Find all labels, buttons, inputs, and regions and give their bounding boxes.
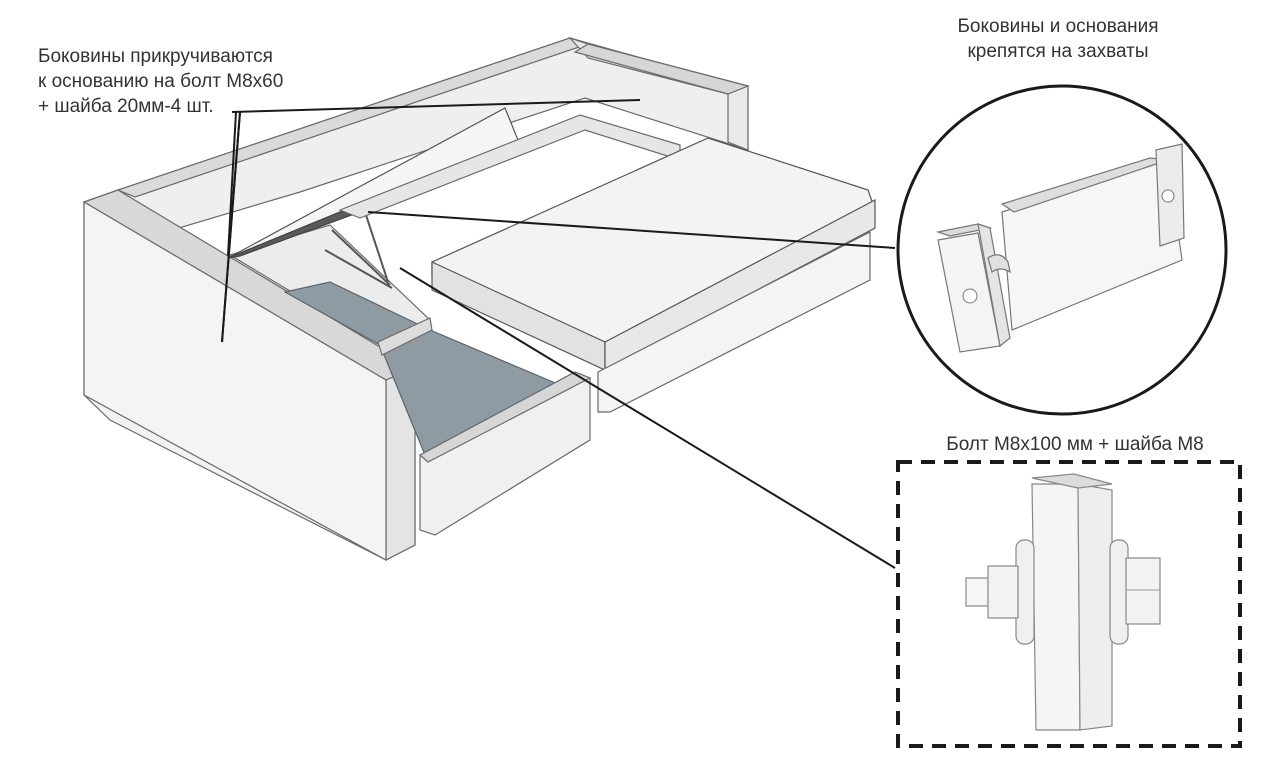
bolt-nut-left [987, 565, 1019, 619]
hook-callout-line [367, 211, 896, 249]
left-callout-arm [227, 111, 237, 257]
sofa-frame-sketch [82, 36, 876, 562]
hook-left-side [977, 223, 1011, 348]
seat-base [597, 231, 871, 413]
side-bolt-note: Боковины прикручиваются к основанию на б… [38, 44, 283, 119]
side-bolt-note-line-2: к основанию на болт М8х60 [38, 71, 284, 92]
bolt-spec-note: Болт М8х100 мм + шайба М8 [930, 432, 1220, 457]
bolt-board-top [1031, 473, 1113, 489]
bolt-board-side [1077, 483, 1113, 731]
left-callout-down-2 [221, 111, 241, 343]
side-bolt-note-line-1: Боковины прикручиваются [38, 46, 273, 67]
left-callout-leader [231, 99, 641, 113]
hook-note: Боковины и основания крепятся на захваты [940, 14, 1176, 64]
storage-front-top [418, 371, 592, 463]
lift-mechanism [324, 211, 393, 289]
callout-lines [221, 99, 896, 569]
bolt-head-right [1125, 557, 1161, 625]
bolt-callout-line [399, 267, 896, 569]
bolt-shaft-end [965, 577, 991, 607]
back-right-post-top [573, 43, 750, 95]
bolt-board-front [1031, 483, 1081, 731]
hook-slot [987, 254, 1011, 274]
side-bolt-note-line-3: + шайба 20мм-4 шт. [38, 96, 214, 117]
bolt-washer-right [1109, 539, 1129, 645]
bolt-spec-text: Болт М8х100 мм + шайба М8 [946, 434, 1204, 455]
hook-right-hole [1161, 189, 1175, 203]
hook-note-line-1: Боковины и основания [957, 16, 1159, 37]
hook-detail [896, 84, 1228, 416]
hook-left-hole [962, 288, 978, 304]
hook-note-line-2: крепятся на захваты [967, 41, 1149, 62]
bolt-detail [896, 460, 1242, 748]
bolt-washer-left [1015, 539, 1035, 645]
left-arm-outer [83, 200, 387, 562]
storage-divider [377, 317, 433, 356]
